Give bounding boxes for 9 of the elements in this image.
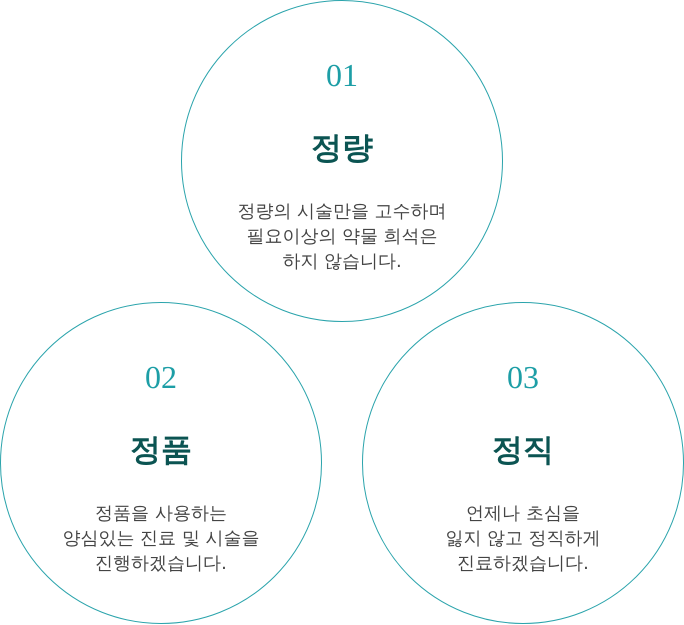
step-number: 01 [326,57,358,93]
heading: 정품 [130,432,192,468]
heading: 정직 [492,432,554,468]
step-number: 03 [507,359,539,395]
description: 정량의 시술만을 고수하며 필요이상의 약물 희석은 하지 않습니다. [237,200,447,274]
step-number: 02 [145,359,177,395]
heading: 정량 [311,130,373,166]
description: 정품을 사용하는 양심있는 진료 및 시술을 진행하겠습니다. [62,502,260,576]
description: 언제나 초심을 잃지 않고 정직하게 진료하겠습니다. [445,502,601,576]
